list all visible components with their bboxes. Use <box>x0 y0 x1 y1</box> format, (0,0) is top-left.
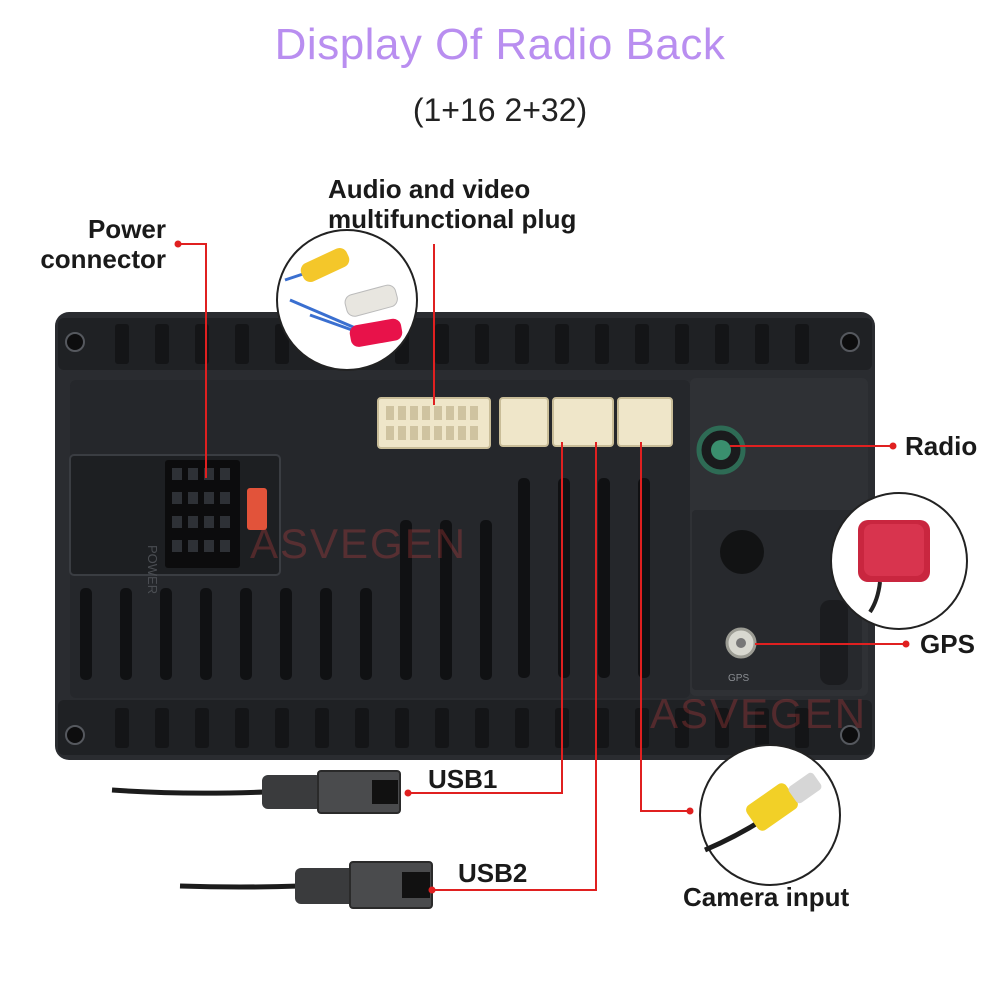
av-plug-pins <box>386 406 478 440</box>
label-av-line2: multifunctional plug <box>328 204 577 234</box>
watermark-center: ASVEGEN <box>250 520 468 567</box>
page-title: Display Of Radio Back <box>274 20 726 69</box>
label-radio: Radio <box>905 431 978 461</box>
label-usb1: USB1 <box>428 764 498 794</box>
watermark-right: ASVEGEN <box>650 690 868 737</box>
bottom-rail <box>58 700 872 755</box>
callout-usb1 <box>408 442 563 794</box>
camera-plug <box>617 397 673 447</box>
usb2-plug <box>552 397 614 447</box>
callout-usb2 <box>432 442 597 891</box>
usb2-cable <box>179 861 433 909</box>
power-tag: POWER <box>145 545 160 594</box>
av-plug <box>377 397 491 449</box>
screws <box>65 332 860 745</box>
callout-dots <box>174 240 910 894</box>
label-usb2: USB2 <box>458 858 528 888</box>
label-av-plug: Audio and video multifunctional plug <box>328 174 576 234</box>
label-av-line1: Audio and video <box>328 174 531 204</box>
av-plug-inset <box>276 229 418 371</box>
callout-lines <box>178 243 906 891</box>
module-slot <box>820 600 848 685</box>
page-subtitle: (1+16 2+32) <box>412 92 588 128</box>
label-power-line1: Power <box>87 214 166 244</box>
top-rail <box>58 318 872 370</box>
callout-camera <box>640 442 690 812</box>
gps-tag: GPS <box>728 673 749 684</box>
label-power-line2: connector <box>40 244 166 274</box>
usb1-cable <box>111 770 401 814</box>
callout-power <box>178 243 207 478</box>
label-camera-input: Camera input <box>683 882 850 912</box>
gps-antenna-inset <box>830 492 968 630</box>
usb1-plug <box>499 397 549 447</box>
label-gps: GPS <box>920 629 975 659</box>
camera-cable-inset <box>699 744 841 886</box>
module-knob <box>720 530 764 574</box>
power-pins <box>172 468 230 552</box>
fuse <box>247 488 267 530</box>
label-power-connector: Power connector <box>22 214 166 274</box>
lower-vents <box>80 478 650 680</box>
